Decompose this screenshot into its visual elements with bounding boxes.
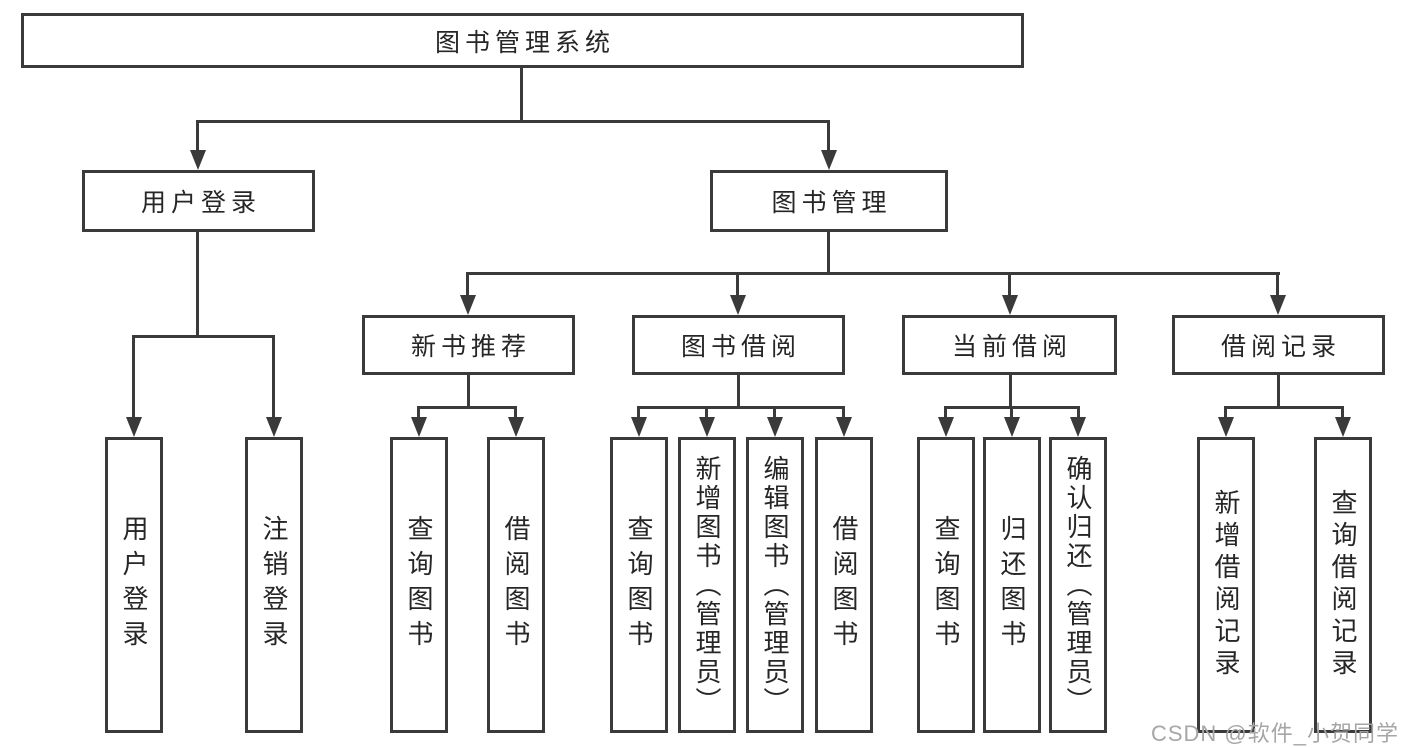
node-leaf-query-books: 查询图书 (917, 437, 975, 733)
connector (1277, 375, 1280, 406)
connector (773, 406, 776, 420)
arrow-down-icon (1270, 295, 1286, 315)
connector (1341, 406, 1344, 420)
connector (1008, 272, 1011, 300)
arrow-down-icon (508, 417, 524, 437)
connector (1077, 406, 1080, 420)
connector-mgmt-rail (466, 272, 1280, 275)
arrow-down-icon (699, 417, 715, 437)
connector-user-login-stem (196, 120, 199, 155)
node-label: 图书管理系统 (434, 28, 615, 57)
node-label: 确认归还（管理员） (1063, 454, 1093, 716)
node-label: 归还图书 (997, 515, 1027, 655)
connector (944, 406, 947, 420)
connector (1224, 406, 1227, 420)
node-leaf-edit-books-admin: 编辑图书（管理员） (746, 437, 804, 733)
arrow-down-icon (411, 417, 427, 437)
connector (842, 406, 845, 420)
arrow-down-icon (1004, 417, 1020, 437)
connector (736, 272, 739, 300)
arrow-down-icon (1218, 417, 1234, 437)
arrow-down-icon (821, 150, 837, 170)
connector (272, 335, 275, 422)
node-current-borrow: 当前借阅 (902, 315, 1117, 375)
node-label: 用户登录 (119, 515, 149, 655)
node-leaf-borrow-books: 借阅图书 (815, 437, 873, 733)
arrow-down-icon (1335, 417, 1351, 437)
node-label: 借阅图书 (829, 515, 859, 655)
node-label: 新增借阅记录 (1211, 489, 1241, 681)
connector (737, 375, 740, 406)
node-label: 查询借阅记录 (1328, 489, 1358, 681)
node-leaf-query-books: 查询图书 (390, 437, 448, 733)
arrow-down-icon (938, 417, 954, 437)
node-leaf-query-borrow-record: 查询借阅记录 (1314, 437, 1372, 733)
node-label: 新书推荐 (410, 333, 531, 361)
node-label: 新增图书（管理员） (692, 454, 722, 716)
node-book-borrow: 图书借阅 (632, 315, 845, 375)
node-label: 查询图书 (931, 515, 961, 655)
connector (467, 375, 470, 406)
node-label: 借阅图书 (501, 515, 531, 655)
node-label: 图书借阅 (680, 333, 801, 361)
connector (132, 335, 135, 422)
connector (637, 406, 640, 420)
csdn-watermark: CSDN @软件_小贺同学 (1150, 721, 1399, 746)
arrow-down-icon (730, 295, 746, 315)
connector (1224, 406, 1344, 409)
node-library-management-system: 图书管理系统 (21, 13, 1024, 68)
arrow-down-icon (1070, 417, 1086, 437)
arrow-down-icon (460, 295, 476, 315)
arrow-down-icon (836, 417, 852, 437)
node-label: 注销登录 (259, 515, 289, 655)
node-leaf-return-books: 归还图书 (983, 437, 1041, 733)
node-label: 编辑图书（管理员） (760, 454, 790, 716)
node-label: 查询图书 (404, 515, 434, 655)
connector (637, 406, 845, 409)
node-leaf-logout: 注销登录 (245, 437, 303, 733)
connector (417, 406, 420, 420)
connector-user-rail (133, 335, 275, 338)
node-leaf-borrow-books: 借阅图书 (487, 437, 545, 733)
connector (1010, 406, 1013, 420)
connector (1009, 375, 1012, 406)
node-label: 用户登录 (140, 189, 261, 217)
arrow-down-icon (631, 417, 647, 437)
connector (514, 406, 517, 420)
node-user-login: 用户登录 (82, 170, 315, 232)
arrow-down-icon (190, 150, 206, 170)
node-new-book-recommend: 新书推荐 (362, 315, 575, 375)
connector (1276, 272, 1279, 300)
node-book-management: 图书管理 (710, 170, 948, 232)
node-label: 当前借阅 (951, 333, 1072, 361)
connector-user-stem (196, 232, 199, 335)
node-label: 图书管理 (771, 189, 892, 217)
node-label: 查询图书 (624, 515, 654, 655)
connector-book-mgmt-stem (827, 120, 830, 155)
connector-mgmt-stem (827, 232, 830, 272)
node-leaf-add-books-admin: 新增图书（管理员） (678, 437, 736, 733)
node-leaf-user-login: 用户登录 (105, 437, 163, 733)
node-leaf-confirm-return-admin: 确认归还（管理员） (1049, 437, 1107, 733)
node-leaf-add-borrow-record: 新增借阅记录 (1197, 437, 1255, 733)
arrow-down-icon (767, 417, 783, 437)
connector-root-stem (520, 68, 523, 120)
connector (417, 406, 517, 409)
connector (466, 272, 469, 300)
arrow-down-icon (266, 417, 282, 437)
arrow-down-icon (1002, 295, 1018, 315)
node-borrow-records: 借阅记录 (1172, 315, 1385, 375)
connector-root-rail (197, 120, 830, 123)
arrow-down-icon (126, 417, 142, 437)
node-leaf-query-books: 查询图书 (610, 437, 668, 733)
connector (705, 406, 708, 420)
node-label: 借阅记录 (1220, 333, 1341, 361)
